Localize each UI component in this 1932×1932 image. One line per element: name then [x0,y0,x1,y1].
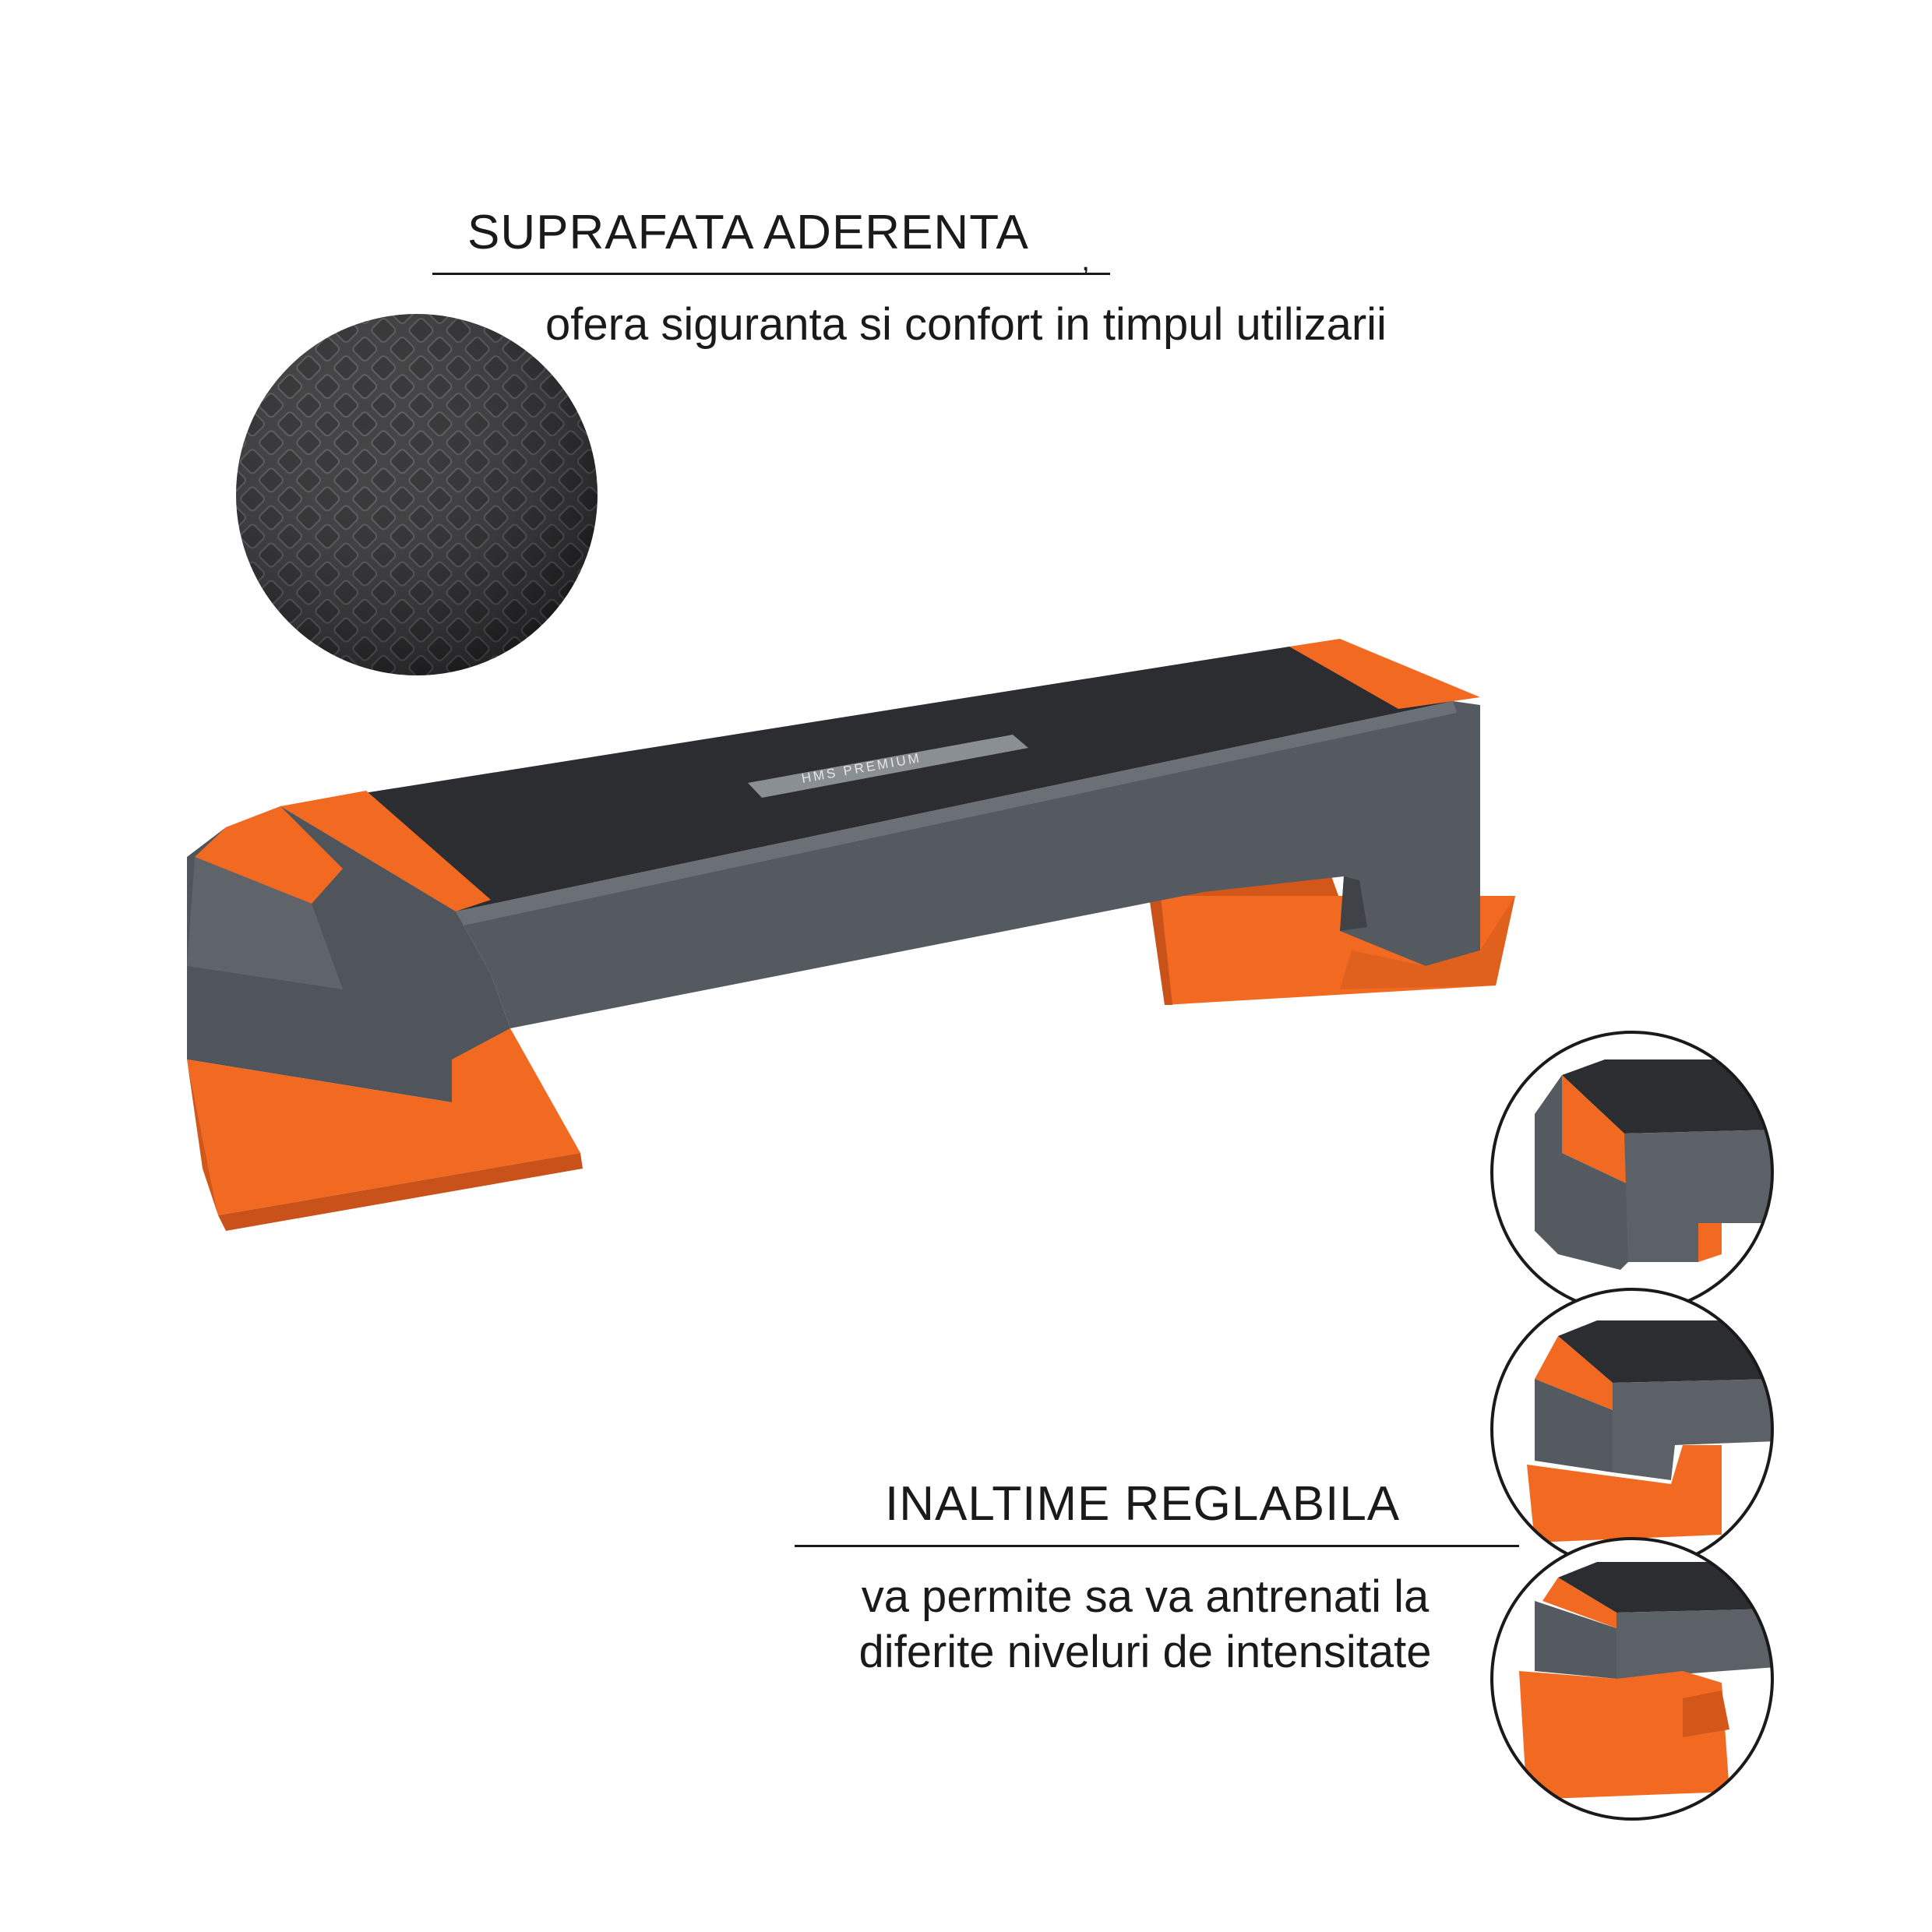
brand-plate [748,735,1028,798]
height-feature-description-line-2: diferite niveluri de intensitate [858,1626,1432,1677]
deck-front-side [456,701,1480,1028]
surface-feature-title-mark: , [1081,243,1091,277]
deck-right-cap [1289,639,1480,709]
texture-closeup-image [236,314,598,675]
deck-top [280,647,1453,911]
height-level-3-closeup [1490,1537,1774,1821]
height-level-1-closeup [1490,1031,1774,1314]
surface-feature-description: ofera siguranta si confort in timpul uti… [545,299,1387,350]
deck-left-cap [280,791,491,911]
step-platform-image: HMS PREMIUM [187,639,1515,1231]
height-level-2-closeup [1490,1288,1774,1571]
height-feature-title: INALTIME REGLABILA [885,1477,1401,1531]
surface-feature-divider [432,273,1110,275]
left-base-block [187,1028,580,1215]
height-feature-divider [795,1545,1519,1547]
right-base-block [1340,896,1515,989]
height-feature-description-line-1: va permite sa va antrenati la [861,1571,1430,1622]
height-feature-description: va permite sa va antrenati la diferite n… [810,1570,1480,1680]
surface-feature-title: SUPRAFATA ADERENTA [467,206,1029,259]
